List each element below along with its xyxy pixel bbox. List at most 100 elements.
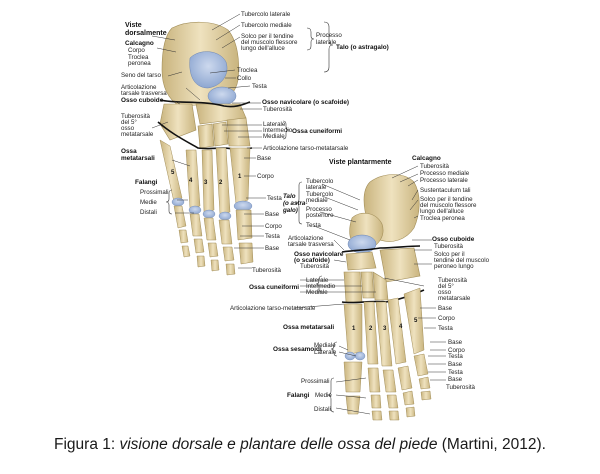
plantar-tub5-1: Tuberosità	[438, 277, 468, 284]
dorsal-f-testa: Testa	[267, 195, 282, 202]
plantar-f-base2: Base	[448, 361, 463, 368]
dorsal-troclea: Troclea	[237, 67, 258, 74]
dorsal-labels: Viste dorsalmente Calcagno Corpo Troclea…	[121, 11, 389, 274]
dorsal-title-line1: Viste	[125, 22, 142, 29]
plantar-cuneiform-intermediate	[360, 271, 375, 299]
caption-prefix: Figura 1:	[54, 436, 120, 453]
dorsal-navicolare: Osso navicolare (o scafoide)	[262, 99, 349, 106]
dorsal-base: Base	[257, 155, 272, 162]
plantar-proc-laterale: Processo laterale	[420, 177, 468, 184]
dorsal-toe-numbers: 5 4 3 2 1	[171, 170, 242, 186]
dorsal-calcagno-peronea: peronea	[128, 60, 151, 67]
plantar-navicolare-1: Osso navicolare	[294, 251, 344, 258]
dorsal-seno-tarso: Seno del tarso	[121, 72, 161, 79]
dorsal-cuneiform-intermediate	[212, 121, 229, 147]
dorsal-metatarsali-2: metatarsali	[121, 155, 155, 162]
plantar-art-trasversa-1: Articolazione	[288, 235, 324, 242]
plantar-cub-solco-1: Solco per il	[434, 251, 465, 258]
dorsal-art-trasversa-1: Articolazione	[121, 84, 157, 91]
plantar-proc-post-2: posteriore	[306, 212, 334, 219]
dorsal-cuboide: Osso cuboide	[121, 97, 164, 104]
dorsal-toe-number-4: 4	[189, 178, 193, 184]
plantar-navicular	[345, 251, 377, 271]
dorsal-cuneiform-medial	[226, 117, 251, 147]
dorsal-leader-lines	[151, 13, 266, 269]
plantar-falangi: Falangi	[287, 392, 310, 399]
dorsal-corpo: Corpo	[257, 173, 274, 180]
dorsal-art-trasversa-2: tarsale trasversa	[121, 90, 167, 97]
plantar-cub-solco-3: peroneo lungo	[434, 263, 474, 270]
dorsal-metatarsal-heads	[171, 197, 253, 221]
plantar-tub-med-2: mediale	[306, 197, 328, 204]
plantar-sesamoidi: Ossa sesamoidi	[273, 346, 322, 353]
dorsal-foot: 5 4 3 2 1	[157, 21, 254, 276]
dorsal-f-tuberosita: Tuberosità	[252, 267, 282, 274]
plantar-solco-3: lungo dell'alluce	[420, 208, 464, 215]
plantar-metatarsali: Ossa metatarsali	[283, 324, 334, 331]
dorsal-f-base2: Base	[265, 245, 280, 252]
plantar-sustentaculum: Sustentaculum tali	[420, 187, 471, 194]
plantar-metatarsals	[343, 287, 425, 367]
plantar-tub5-4: metatarsale	[438, 295, 471, 302]
dorsal-processo-1: Processo	[316, 32, 342, 39]
plantar-tub-lat-2: laterale	[306, 184, 327, 191]
dorsal-talus-head	[207, 86, 237, 106]
plantar-art-tm: Articolazione tarso-metatarsale	[230, 305, 316, 312]
plantar-title: Viste plantarmente	[329, 159, 392, 166]
dorsal-tub5-2: del 5°	[121, 119, 137, 126]
plantar-proc-post-1: Processo	[306, 206, 332, 213]
plantar-corpo: Corpo	[438, 315, 455, 322]
plantar-medie: Medie	[315, 392, 332, 399]
plantar-cuneiforme-mediale: Mediale	[306, 289, 328, 296]
dorsal-solco-1: Solco per il tendine	[241, 33, 294, 40]
plantar-phalanges	[343, 353, 432, 421]
dorsal-toe-number-3: 3	[204, 180, 208, 186]
dorsal-medie: Medie	[140, 199, 157, 206]
dorsal-cuneiform-lateral	[197, 123, 215, 149]
plantar-base: Base	[438, 305, 453, 312]
dorsal-f-corpo: Corpo	[265, 223, 282, 230]
dorsal-testa: Testa	[252, 83, 267, 90]
dorsal-tuberosita: Tuberosità	[263, 106, 293, 113]
plantar-testa-m: Testa	[438, 325, 453, 332]
plantar-leader-lines	[293, 165, 446, 415]
figure-caption: Figura 1: visione dorsale e plantare del…	[0, 436, 600, 454]
plantar-cuboid	[379, 247, 421, 283]
plantar-talo-2: (o astra-	[283, 200, 307, 207]
dorsal-tub5-3: osso	[121, 125, 135, 132]
plantar-solco-1: Solco per il tendine	[420, 196, 473, 203]
plantar-f-corpo: Corpo	[448, 347, 465, 354]
dorsal-braces	[165, 21, 334, 215]
plantar-braces	[295, 181, 338, 413]
plantar-toe-number-3: 3	[383, 326, 387, 332]
dorsal-f-base: Base	[265, 211, 280, 218]
dorsal-cuboid	[159, 103, 197, 141]
plantar-toe-numbers: 1 2 3 4 5	[352, 318, 418, 332]
plantar-talo-3: galo)	[282, 207, 298, 214]
dorsal-distali: Distali	[140, 209, 157, 216]
plantar-labels: Viste plantarmente Calcagno Tuberosità P…	[230, 155, 490, 413]
plantar-ses-laterale: Laterale	[314, 349, 337, 356]
plantar-navicolare-2: (o scafoide)	[294, 257, 330, 264]
plantar-foot: 1 2 3 4 5	[341, 174, 432, 421]
dorsal-cuneiforme-intermedio: Intermedio	[263, 127, 293, 134]
dorsal-art-tm: Articolazione tarso-metatarsale	[263, 145, 349, 152]
plantar-f-testa: Testa	[448, 353, 463, 360]
dorsal-talus-trochlea	[189, 51, 228, 89]
plantar-cub-tub: Tuberosità	[434, 243, 464, 250]
plantar-cuneiform-medial	[343, 271, 363, 303]
dorsal-solco-3: lungo dell'alluce	[241, 45, 285, 52]
caption-suffix: (Martini, 2012).	[437, 436, 546, 453]
dorsal-tubercolo-mediale: Tubercolo mediale	[241, 22, 292, 29]
plantar-cub-solco-2: tendine del muscolo	[434, 257, 490, 264]
dorsal-tub5-4: metatarsale	[121, 131, 154, 138]
plantar-cuneiformi: Ossa cuneiformi	[249, 284, 299, 291]
plantar-troclea-peronea: Troclea peronea	[420, 215, 465, 222]
dorsal-toe-number-5: 5	[171, 170, 175, 176]
plantar-testa: Testa	[306, 222, 321, 229]
dorsal-toe-number-2: 2	[219, 180, 223, 186]
dorsal-calcagno-troclea: Troclea	[128, 54, 149, 61]
dorsal-toe-number-1: 1	[238, 174, 242, 180]
dorsal-tub5-1: Tuberosità	[121, 113, 151, 120]
